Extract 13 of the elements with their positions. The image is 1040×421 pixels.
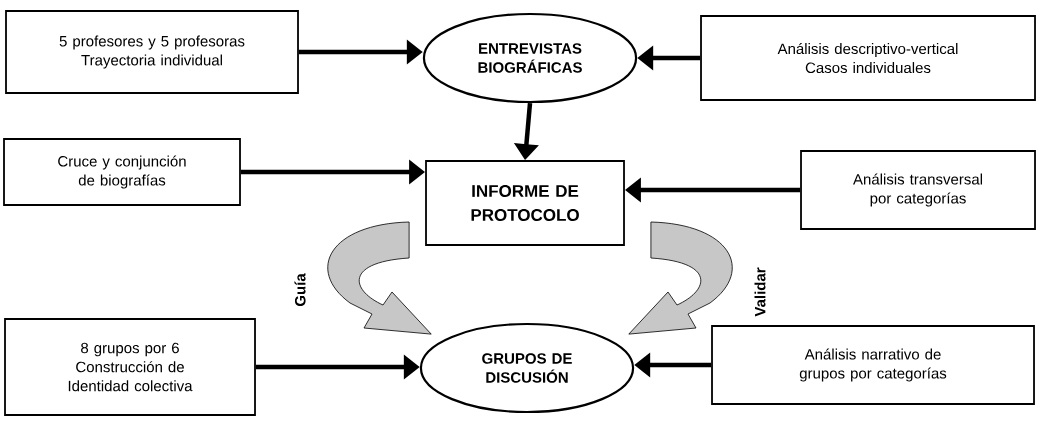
curved-arrow — [327, 221, 432, 335]
text-box: Análisis descriptivo-vertical Casos individuales — [700, 15, 1036, 101]
edge-label: Validar — [753, 266, 767, 318]
text-box: 8 grupos por 6 Construcción de Identidad colectiva — [4, 318, 256, 416]
text-box: Cruce y conjunción de biografías — [3, 138, 241, 206]
ellipse-node: ENTREVISTAS BIOGRÁFICAS — [422, 12, 638, 104]
ellipse-node: GRUPOS DE DISCUSIÓN — [419, 322, 635, 414]
text-box: 5 profesores y 5 profesoras Trayectoria individual — [5, 10, 299, 94]
process-box: INFORME DE PROTOCOLO — [425, 160, 625, 246]
curved-arrow — [628, 221, 733, 335]
edge-label: Guía — [293, 272, 307, 308]
text-box: Análisis transversal por categorías — [800, 150, 1036, 230]
text-box: Análisis narrativo de grupos por categorías — [711, 325, 1035, 405]
